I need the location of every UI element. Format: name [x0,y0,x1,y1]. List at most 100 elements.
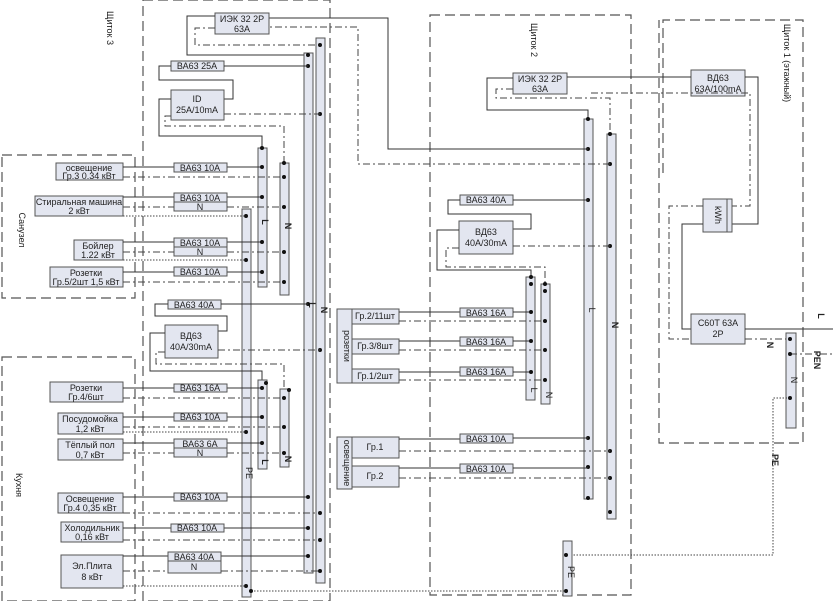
circuit-row: освещение Гр.3 0.34 кВт ВА63 10A [55,162,286,181]
panel1-breaker-label: C60T 63A [698,318,738,328]
kitchen-zone [1,356,136,601]
panel2-main-switch[interactable] [512,72,568,95]
svg-text:2 кВт: 2 кВт [68,206,89,216]
svg-text:розетки: розетки [342,330,352,362]
panel1-breaker[interactable] [690,313,746,345]
svg-text:Гр.4/6шт: Гр.4/6шт [68,392,104,402]
svg-text:ID: ID [193,94,203,104]
svg-text:N: N [197,247,204,257]
svg-text:Посудомойка: Посудомойка [62,414,118,424]
wire-l-meter [729,76,759,225]
load-box[interactable] [60,521,124,543]
svg-text:Гр.1: Гр.1 [367,442,384,452]
load-box[interactable] [49,266,124,288]
neutral-box[interactable] [167,560,222,574]
svg-text:0,7 кВт: 0,7 кВт [76,450,105,460]
svg-text:1,2 кВт: 1,2 кВт [76,424,105,434]
breaker-box[interactable] [173,492,228,502]
svg-text:8 кВт: 8 кВт [81,572,102,582]
panel3-l-bus [303,52,314,574]
breaker-box[interactable] [173,266,228,277]
svg-text:ВА63 16A: ВА63 16A [466,367,506,377]
lighting-row: Гр.2 ВА63 10A [351,463,610,488]
svg-text:ВА63 25A: ВА63 25A [177,61,217,71]
kitchen-title: Кухня [14,473,24,497]
svg-text:Гр.1/2шт: Гр.1/2шт [357,371,393,381]
load-box[interactable] [57,438,124,461]
svg-text:N: N [283,223,293,230]
circuit-row: Освещение Гр.4 0,35 кВт ВА63 10A [57,492,322,515]
svg-text:L: L [587,307,597,312]
panel1-n-bus-label: N [789,377,799,384]
kitchen-l-bus [257,379,268,470]
svg-text:освещение: освещение [342,440,352,487]
svg-text:Гр.2: Гр.2 [367,471,384,481]
svg-text:Розетки: Розетки [70,268,102,278]
svg-text:40A/30mA: 40A/30mA [465,238,507,248]
circuit-row: Бойлер 1.22 кВт ВА63 10A N [73,237,286,261]
svg-text:PE: PE [244,467,254,479]
svg-text:63A: 63A [234,24,250,34]
panel3-rcd[interactable] [164,324,219,359]
svg-text:N: N [544,392,554,399]
svg-text:ИЭК 32 2P: ИЭК 32 2P [220,14,264,24]
socket-row: Гр.2/11шт ВА63 16A [351,307,547,325]
svg-text:25A/10mA: 25A/10mA [176,105,218,115]
panel2-main-rating: 63A [532,84,548,94]
circuit-row: Посудомойка 1,2 кВт ВА63 10A [57,412,286,435]
pe-label: PE [770,454,780,466]
socket-row: Гр.1/2шт ВА63 16A [351,366,547,384]
svg-text:Холодильник: Холодильник [64,523,119,533]
load-box[interactable] [60,554,124,589]
svg-text:ВА63 10A: ВА63 10A [180,193,220,203]
svg-text:N: N [283,456,293,463]
panel3-zone [142,0,331,601]
panel1-rcd-rating: 63A/100mA [694,84,741,94]
wire-n-breaker [668,205,703,340]
circuit-row: Розетки Гр.5/2шт 1,5 кВт ВА63 10A [49,266,286,288]
svg-text:ВА63 10A: ВА63 10A [180,238,220,248]
kwh-meter-label: kWh [713,206,723,224]
panel3-main-switch[interactable] [214,12,270,35]
panel1-breaker-poles: 2P [712,329,723,339]
panel3-id[interactable] [170,89,225,121]
svg-text:ВА63 10A: ВА63 10A [180,267,220,277]
svg-text:ВА63 10A: ВА63 10A [180,492,220,502]
svg-text:ВД63: ВД63 [475,227,497,237]
svg-text:Гр.2/11шт: Гр.2/11шт [355,311,395,321]
panel2-sockets: Гр.2/11шт ВА63 16A Гр.3/8шт ВА63 16A Гр.… [351,307,547,384]
svg-text:Стиральная машина: Стиральная машина [36,197,122,207]
load-box[interactable] [57,412,124,435]
load-box[interactable] [57,492,124,514]
svg-text:L: L [529,387,539,392]
svg-text:ВА63 16A: ВА63 16A [466,308,506,318]
svg-text:Эл.Плита: Эл.Плита [72,561,112,571]
svg-text:Освещение: Освещение [66,494,115,504]
svg-text:ВА63 40A: ВА63 40A [174,300,214,310]
svg-text:Гр.4 0,35 кВт: Гр.4 0,35 кВт [63,503,116,513]
load-box[interactable] [55,162,124,181]
svg-text:N: N [197,448,204,458]
circuit-row: Холодильник 0,16 кВт ВА63 10A [60,521,322,543]
panel1-rcd[interactable] [690,69,746,97]
load-box[interactable] [73,239,124,261]
svg-text:0,16 кВт: 0,16 кВт [75,532,109,542]
svg-text:L: L [260,219,270,225]
svg-text:L: L [260,459,270,465]
bathroom-circuits: освещение Гр.3 0.34 кВт ВА63 10A Стираль… [34,162,286,288]
svg-text:ВА63 10A: ВА63 10A [180,163,220,173]
load-box[interactable] [34,195,124,217]
load-box[interactable] [49,381,124,403]
breaker-box[interactable] [173,412,228,422]
svg-text:ВА63 10A: ВА63 10A [180,412,220,422]
lighting-row: Гр.1 ВА63 10A [351,433,610,459]
panel2-rcd[interactable] [458,220,514,255]
panel3-pe-bus [241,208,252,598]
panel2-title: Щиток 2 [529,23,539,57]
breaker-box[interactable] [170,523,225,533]
kitchen-circuits: Розетки Гр.4/6шт ВА63 16A Посудомойка 1,… [49,381,322,589]
breaker-box[interactable] [173,162,228,173]
svg-text:Тёплый пол: Тёплый пол [65,440,115,450]
breaker-box[interactable] [173,383,228,393]
